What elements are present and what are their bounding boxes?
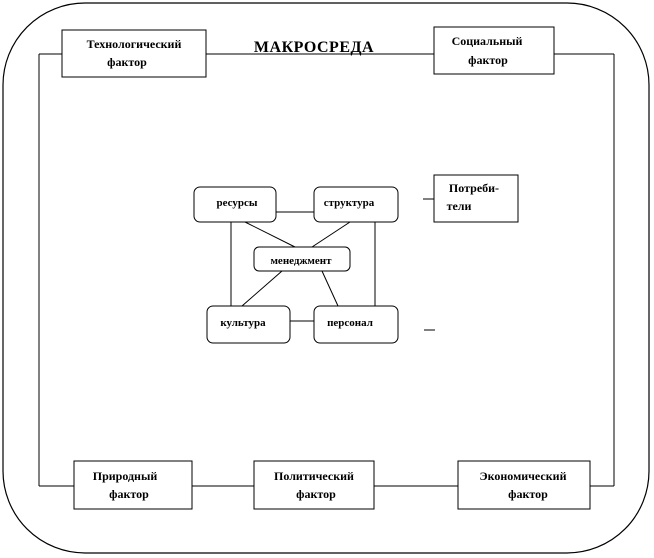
political-factor-box: Политический фактор [253,460,375,510]
structure-label: структура [324,197,375,209]
culture-box: культура [206,305,291,344]
political-factor-line2: фактор [296,487,336,501]
technological-factor-box: Технологический фактор [61,29,207,78]
resources-box: ресурсы [193,186,277,223]
technological-factor-line1: Технологический [87,37,182,51]
political-factor-line1: Политический [274,469,354,483]
resources-management-link [244,221,296,248]
economic-factor-box: Экономический фактор [457,460,591,510]
structure-box: структура [313,186,399,223]
natural-factor-line1: Природный [93,469,158,483]
technological-factor-line2: фактор [107,55,147,69]
economic-factor-line2: фактор [508,487,548,501]
management-box: менеджмент [253,246,351,272]
personnel-management-link [321,270,339,307]
social-factor-line2: фактор [468,53,508,67]
culture-label: культура [220,317,266,329]
social-factor-box: Социальный фактор [433,26,555,75]
personnel-label: персонал [327,317,373,329]
structure-management-link [311,221,351,248]
management-label: менеджмент [270,255,332,267]
social-factor-line1: Социальный [452,34,523,48]
consumers-line2: тели [447,199,472,213]
resources-label: ресурсы [217,197,258,209]
core-connections [230,211,376,322]
personnel-box: персонал [313,305,399,344]
consumers-line1: Потреби- [449,181,499,195]
consumers-box: Потреби- тели [433,174,519,223]
natural-factor-box: Природный фактор [73,460,193,510]
culture-management-link [241,270,283,307]
economic-factor-line1: Экономический [480,469,567,483]
natural-factor-line2: фактор [109,487,149,501]
diagram-title: МАКРОСРЕДА [254,39,374,56]
